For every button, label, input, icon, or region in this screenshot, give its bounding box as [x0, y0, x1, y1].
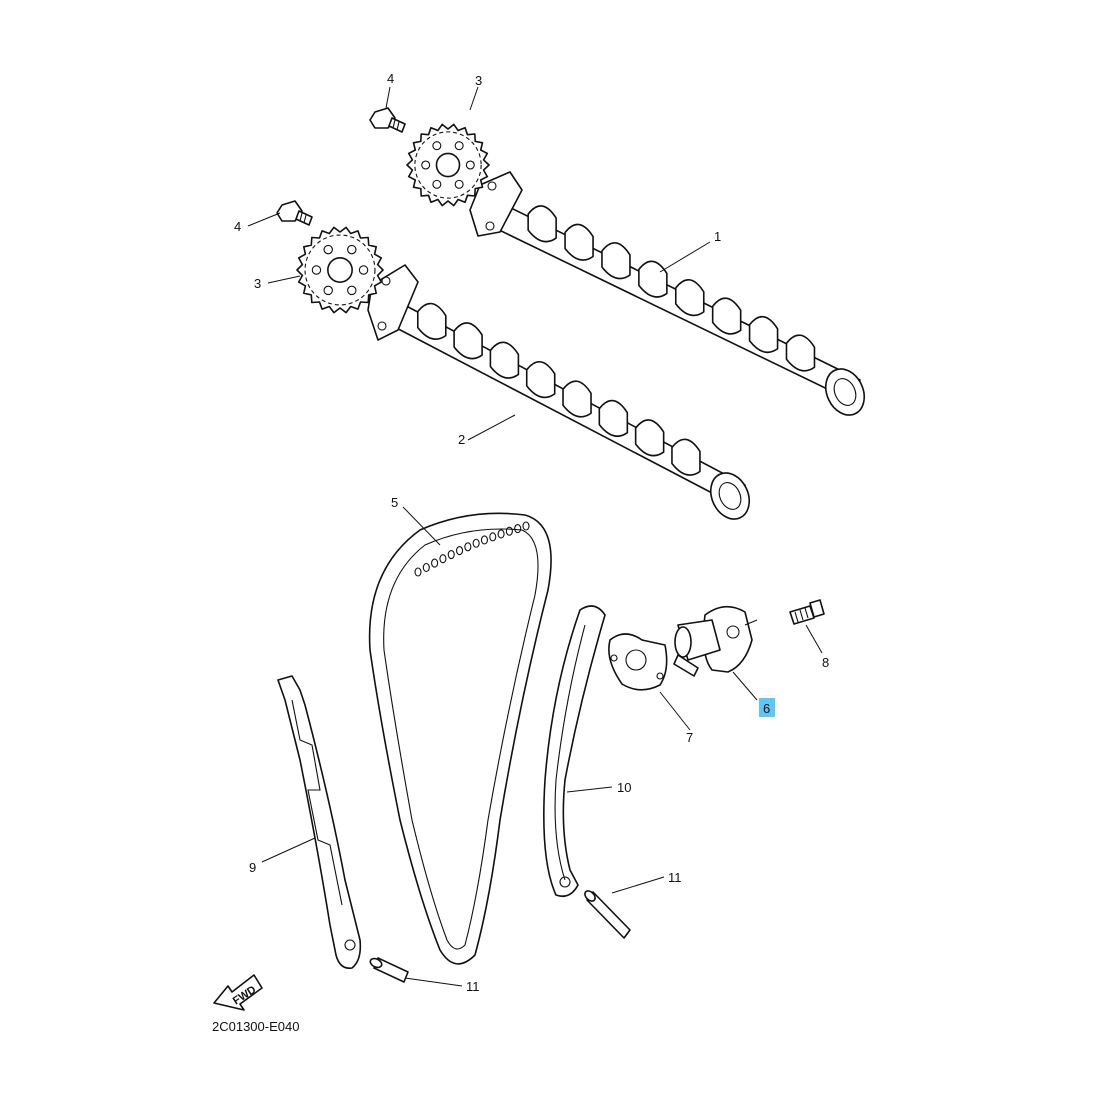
tensioner-gasket — [608, 633, 668, 691]
camshaft-lower-lobe — [598, 399, 629, 438]
camshaft-lower — [367, 264, 751, 520]
callout-6[interactable]: 6 — [763, 701, 770, 716]
cam-sprocket-lower — [296, 226, 384, 314]
callout-9[interactable]: 9 — [249, 860, 256, 875]
callout-3-lower[interactable]: 3 — [254, 276, 261, 291]
callout-4-lower[interactable]: 4 — [234, 219, 241, 234]
callout-8[interactable]: 8 — [822, 655, 829, 670]
callout-11-rear[interactable]: 11 — [466, 979, 480, 994]
chain-guide-rear — [277, 675, 362, 970]
camshaft-lower-lobe — [525, 361, 556, 399]
forward-arrow-icon: FWD — [213, 974, 263, 1011]
camshaft-lower-lobe — [634, 419, 665, 457]
camshaft-upper-lobe — [638, 260, 668, 298]
guide-pin-front — [584, 890, 631, 939]
tensioner-bolt — [789, 599, 825, 625]
camshaft-lower-lobe — [453, 322, 483, 360]
camshaft-lower-lobe — [671, 438, 701, 476]
camshaft-upper-lobe — [601, 242, 631, 280]
callout-1[interactable]: 1 — [714, 229, 721, 244]
camshaft-upper-lobe — [748, 315, 779, 354]
callout-3-upper[interactable]: 3 — [475, 73, 482, 88]
sprocket-bolt-upper — [369, 107, 406, 133]
cam-sprocket-upper — [406, 123, 490, 207]
camshaft-upper-lobe — [527, 205, 557, 243]
camshaft-upper — [469, 171, 866, 416]
callout-4-upper[interactable]: 4 — [387, 71, 394, 86]
guide-pin-rear — [369, 957, 409, 983]
callout-6-highlight — [759, 698, 775, 717]
callout-10[interactable]: 10 — [617, 780, 631, 795]
callout-7[interactable]: 7 — [686, 730, 693, 745]
callout-labels: 1 2 3 3 4 4 5 6 7 8 9 10 11 11 — [234, 71, 829, 994]
callout-2[interactable]: 2 — [458, 432, 465, 447]
camshaft-upper-lobe — [711, 297, 742, 335]
callout-5[interactable]: 5 — [391, 495, 398, 510]
chain-guide-front — [543, 605, 606, 898]
camshaft-upper-lobe — [564, 223, 594, 261]
camshaft-upper-lobe — [785, 334, 816, 372]
sprocket-bolt-lower — [276, 200, 313, 226]
callout-11-front[interactable]: 11 — [668, 870, 682, 885]
camshaft-lower-lobe — [562, 380, 592, 418]
timing-chain — [368, 512, 552, 965]
camshaft-lower-lobe — [489, 341, 520, 379]
leader-lines — [247, 86, 823, 987]
cam-chain-tensioner — [673, 605, 753, 677]
reference-code: 2C01300-E040 — [212, 1019, 299, 1034]
camshaft-upper-lobe — [674, 279, 705, 317]
camshaft-lower-lobe — [416, 302, 447, 341]
